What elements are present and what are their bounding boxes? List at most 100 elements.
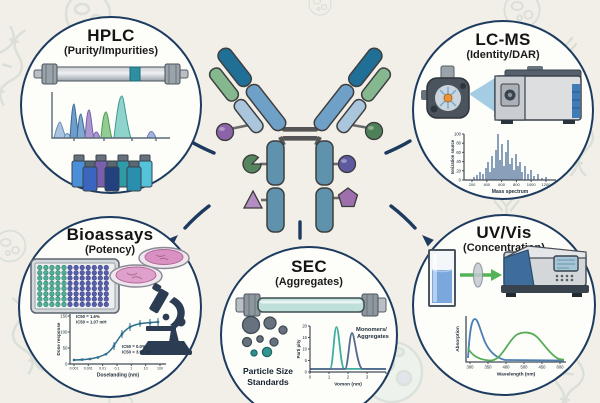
tick-label: 0.001 — [70, 367, 79, 371]
tick-label: 350 — [485, 365, 493, 370]
microplate-well — [103, 275, 109, 281]
microplate-well — [85, 265, 91, 271]
panel-hplc: HPLC (Purity/Impurities) — [20, 16, 202, 194]
microplate-well — [67, 270, 73, 276]
particle-standards-icon — [241, 315, 288, 358]
microplate-well — [67, 296, 73, 302]
absorption-spectrum: 300 350 400 500 450 600 Wavelength (nm) … — [455, 316, 566, 378]
lcms-title: LC-MS — [475, 30, 531, 49]
microplate-icon — [30, 258, 120, 314]
microplate-well — [49, 291, 55, 297]
microplate-well — [85, 280, 91, 286]
sec-title: SEC — [291, 257, 327, 276]
microplate-well — [49, 296, 55, 302]
microplate-well — [79, 301, 85, 307]
microplate-well — [37, 301, 43, 307]
microplate-well — [91, 301, 97, 307]
antibody-left-arm — [208, 47, 287, 134]
microplate-well — [49, 270, 55, 276]
microplate-well — [79, 270, 85, 276]
microplate-well — [49, 280, 55, 286]
panel-lcms: LC-MS (Identity/DAR) 100 — [412, 20, 594, 200]
microplate-well — [73, 291, 79, 297]
microplate-well — [37, 270, 43, 276]
tick-label: 200 — [469, 182, 476, 187]
microplate-well — [43, 275, 49, 281]
tick-label: 20 — [302, 324, 307, 329]
microplate-well — [61, 286, 67, 292]
tick-label: 0 — [459, 178, 462, 183]
microplate-well — [67, 280, 73, 286]
microplate-well — [97, 301, 103, 307]
arrow-to-lcms — [384, 139, 412, 155]
microplate-well — [49, 301, 55, 307]
microplate-well — [61, 291, 67, 297]
antibody-right-arm — [313, 47, 392, 134]
microplate-well — [43, 291, 49, 297]
ion-beam — [469, 78, 495, 112]
microplate-well — [37, 291, 43, 297]
tick-label: 60 — [456, 150, 461, 155]
tick-label: 0 — [305, 370, 308, 375]
tick-label: 80 — [456, 141, 461, 146]
payload-green-sphere — [364, 121, 384, 141]
sec-legend-line1: Monomers/ — [356, 327, 387, 333]
x-axis-label: Vomon (nm) — [334, 382, 362, 388]
payload-purple-sphere — [215, 122, 235, 142]
tick-label: 4 — [385, 375, 388, 380]
uvvis-title: UV/Vis — [476, 223, 532, 242]
antibody-heavy-chains — [266, 140, 334, 233]
tick-label: 1 — [130, 367, 132, 371]
microplate-well — [79, 280, 85, 286]
microplate-well — [49, 275, 55, 281]
microplate-well — [55, 301, 61, 307]
microplate-well — [43, 301, 49, 307]
microplate-well — [85, 291, 91, 297]
microplate-well — [37, 265, 43, 271]
tick-label: 0.1 — [115, 367, 120, 371]
ic50-annotation: IC50 = 1.07 mH — [76, 320, 106, 325]
microplate-well — [85, 270, 91, 276]
tick-label: 300 — [467, 365, 475, 370]
beam-and-lens-icon — [460, 262, 502, 288]
sec-legend-line2: Aggregates — [357, 334, 389, 340]
microplate-well — [73, 275, 79, 281]
antibody-structure — [208, 47, 392, 233]
microplate-well — [73, 286, 79, 292]
petri-dishes-icon — [109, 246, 190, 288]
lcms-subtitle: (Identity/DAR) — [466, 49, 540, 61]
panel-sec: SEC (Aggregates) Particle Size — [220, 246, 398, 403]
microplate-well — [79, 265, 85, 271]
microplate-well — [91, 296, 97, 302]
microplate-well — [97, 270, 103, 276]
microplate-well — [55, 275, 61, 281]
tick-label: 1000 — [527, 182, 537, 187]
green-arrow — [491, 269, 502, 281]
microplate-well — [61, 275, 67, 281]
microplate-well — [103, 280, 109, 286]
microplate-well — [67, 265, 73, 271]
microplate-well — [79, 291, 85, 297]
payload-indigo-sphere — [337, 154, 357, 174]
microplate-well — [73, 280, 79, 286]
x-axis-label: Wavelength (nm) — [497, 372, 536, 378]
microplate-well — [67, 275, 73, 281]
microplate-well — [61, 301, 67, 307]
microplate-well — [91, 275, 97, 281]
microplate-well — [67, 301, 73, 307]
microplate-well — [91, 265, 97, 271]
hplc-vials-icon — [71, 154, 153, 192]
microplate-well — [37, 275, 43, 281]
tick-label: 100 — [60, 330, 68, 335]
payload-pentagon — [337, 187, 359, 208]
tick-label: 400 — [483, 182, 490, 187]
sec-chromatogram: 20 15 10 5 0 0 1 2 3 4 Vomon (nm) Parti … — [296, 324, 389, 388]
microplate-well — [55, 291, 61, 297]
tick-label: 500 — [521, 365, 529, 370]
lcms-instrument-icon — [421, 65, 582, 124]
microplate-well — [97, 265, 103, 271]
microplate-well — [79, 286, 85, 292]
microplate-well — [55, 286, 61, 292]
microplate-well — [61, 265, 67, 271]
